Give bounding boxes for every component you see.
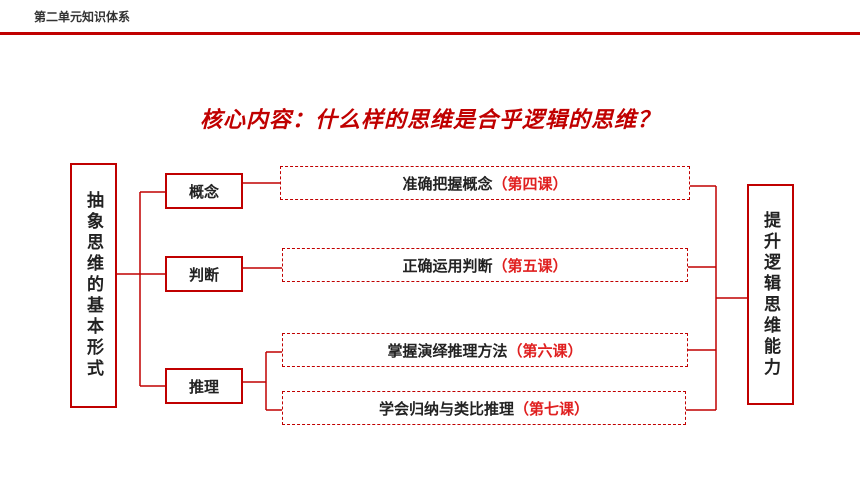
logic-ability-label: 提升逻辑思维能力	[760, 210, 780, 379]
header-bar: 第二单元知识体系	[0, 0, 860, 35]
main-title: 核心内容：什么样的思维是合乎逻辑的思维？	[199, 107, 660, 133]
category-judgment: 判断	[165, 256, 243, 292]
item-deductive: 掌握演绎推理方法（第六课）	[282, 333, 688, 367]
category-concept: 概念	[165, 173, 243, 209]
abstract-thinking-box: 抽象思维的基本形式	[70, 163, 117, 408]
item-text: 学会归纳与类比推理	[378, 399, 514, 418]
item-lesson: （第五课）	[492, 256, 568, 275]
abstract-thinking-label: 抽象思维的基本形式	[83, 191, 103, 380]
item-text: 掌握演绎推理方法	[387, 341, 508, 360]
header-divider	[0, 32, 860, 35]
item-judgment: 正确运用判断（第五课）	[282, 248, 688, 282]
logic-ability-box: 提升逻辑思维能力	[747, 184, 794, 405]
item-text: 正确运用判断	[402, 256, 493, 275]
item-lesson: （第六课）	[507, 341, 583, 360]
item-concept: 准确把握概念（第四课）	[280, 166, 690, 200]
item-inductive: 学会归纳与类比推理（第七课）	[282, 391, 686, 425]
item-text: 准确把握概念	[402, 174, 493, 193]
header-title: 第二单元知识体系	[34, 10, 131, 24]
category-reasoning: 推理	[165, 368, 243, 404]
item-lesson: （第四课）	[492, 174, 568, 193]
item-lesson: （第七课）	[514, 399, 590, 418]
